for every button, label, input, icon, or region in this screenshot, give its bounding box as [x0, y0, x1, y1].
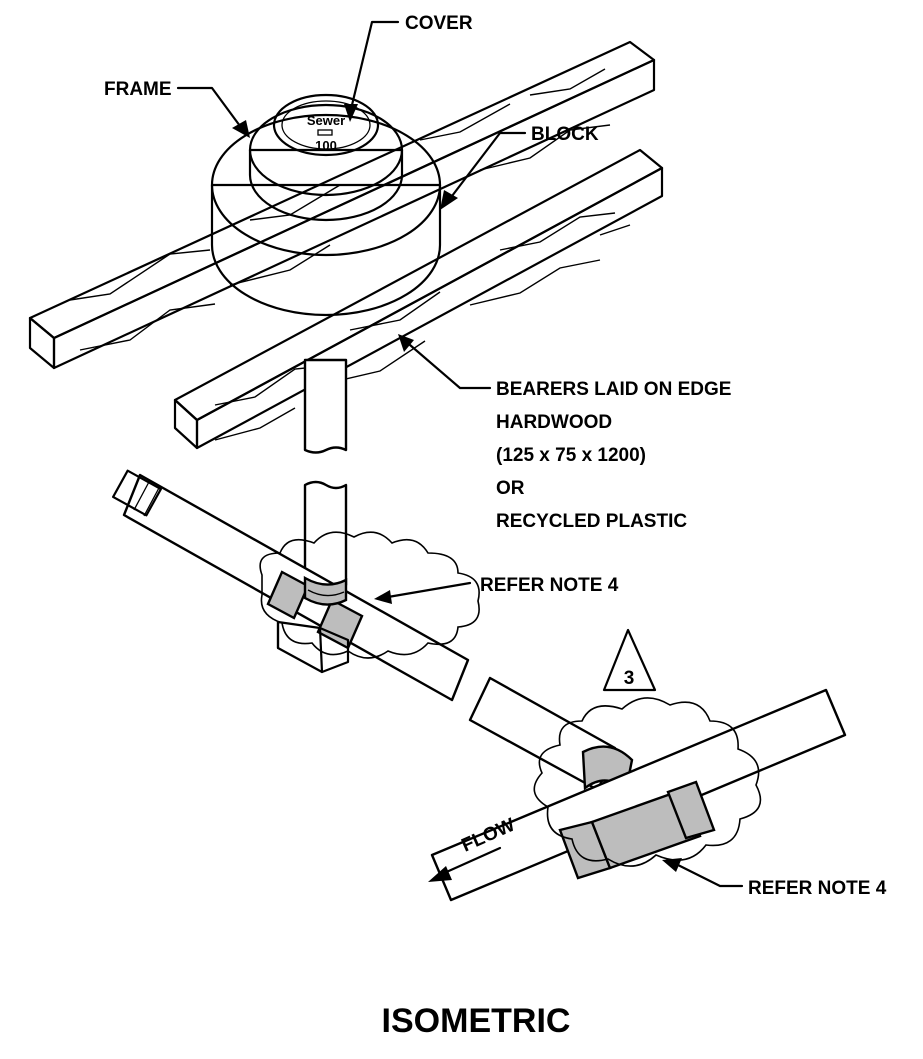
revision-cloud-lower: [533, 697, 762, 867]
leaders: [176, 20, 744, 888]
label-bearers-line-4: OR: [496, 478, 525, 499]
riser-pipe: [303, 358, 348, 587]
revision-cloud-upper: [259, 531, 480, 659]
pipe-end-cap: [112, 469, 162, 517]
label-frame: FRAME: [104, 79, 172, 100]
label-bearers-line-3: (125 x 75 x 1200): [496, 445, 646, 466]
label-bearers-line-1: BEARERS LAID ON EDGE: [496, 379, 731, 400]
label-block: BLOCK: [531, 124, 599, 145]
label-refer-note-upper: REFER NOTE 4: [480, 575, 619, 596]
label-bearers-line-5: RECYCLED PLASTIC: [496, 511, 687, 532]
block-top: [210, 113, 442, 257]
cover-text-sewer: Sewer: [307, 113, 345, 128]
cover-plate: [272, 93, 380, 157]
main-pipe: [430, 676, 847, 902]
cover-slot: [317, 129, 333, 136]
drawing-title: ISOMETRIC: [382, 1002, 571, 1040]
label-cover: COVER: [405, 13, 473, 34]
revision-number: 3: [624, 668, 635, 689]
label-refer-note-lower: REFER NOTE 4: [748, 878, 887, 899]
bearer-front: [173, 148, 664, 450]
label-bearers-line-2: HARDWOOD: [496, 412, 612, 433]
cover-text-size: 100: [315, 138, 337, 153]
branch-pipe: [112, 469, 470, 702]
revision-triangle: 3: [602, 628, 657, 692]
bearer-back: [28, 40, 656, 370]
surface-box: Sewer 100: [210, 93, 442, 317]
frame-top: [248, 103, 404, 197]
